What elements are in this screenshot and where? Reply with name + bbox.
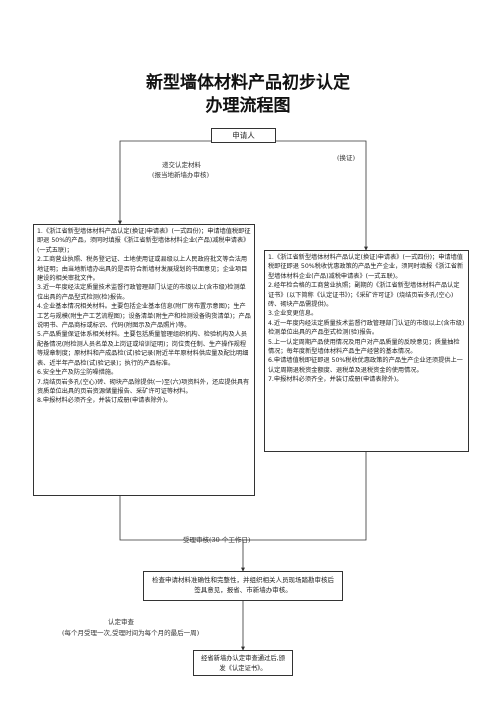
review-box: 检查申请材料准确性和完整性，并组织相关人员现场踏勘审核后签具意见，报省、市新墙办… <box>143 571 343 601</box>
renewal-materials-text: 1.《浙江省新型墙体材料产品认定(换证)申请表》(一式四份)；申请墙值税即征即退… <box>268 254 465 384</box>
review-text: 检查申请材料准确性和完整性，并组织相关人员现场踏勘审核后签具意见，报省、市新墙办… <box>152 576 334 594</box>
connector-right-down <box>243 452 367 541</box>
submit-label: 递交认定材料 <box>162 161 201 169</box>
renewal-materials-box: 1.《浙江省新型墙体材料产品认定(换证)申请表》(一式四份)；申请墙值税即征即退… <box>264 250 469 452</box>
new-application-materials-text: 1.《浙江省新型墙体材料产品认定(换证)申请表》(一式四份)；申请墙值税即征即退… <box>37 228 251 405</box>
connector-left-down <box>119 496 243 541</box>
applicant-box: 申请人 <box>211 128 276 143</box>
page-title: 新型墙体材料产品初步认定 <box>146 73 350 93</box>
connector-applicant-right <box>276 140 368 251</box>
confirm-label: 认定审查 <box>108 618 134 626</box>
connector-applicant-left <box>118 140 211 225</box>
renewal-label: (换证) <box>337 154 356 162</box>
confirm-sub-label: (每个月受理一次,受理时间为每个月的最后一周) <box>62 629 200 637</box>
review-label: 受理审核(30 个工作日) <box>183 536 251 544</box>
applicant-label: 申请人 <box>232 131 255 140</box>
final-text: 经省新墙办认定审查通过后,颁发《认定证书》。 <box>201 655 285 672</box>
final-box: 经省新墙办认定审查通过后,颁发《认定证书》。 <box>193 650 293 676</box>
new-application-materials-box: 1.《浙江省新型墙体材料产品认定(换证)申请表》(一式四份)；申请墙值税即征即退… <box>33 224 255 496</box>
page-subtitle: 办理流程图 <box>205 96 291 116</box>
submit-sub-label: (报当地新墙办审核) <box>152 171 210 179</box>
